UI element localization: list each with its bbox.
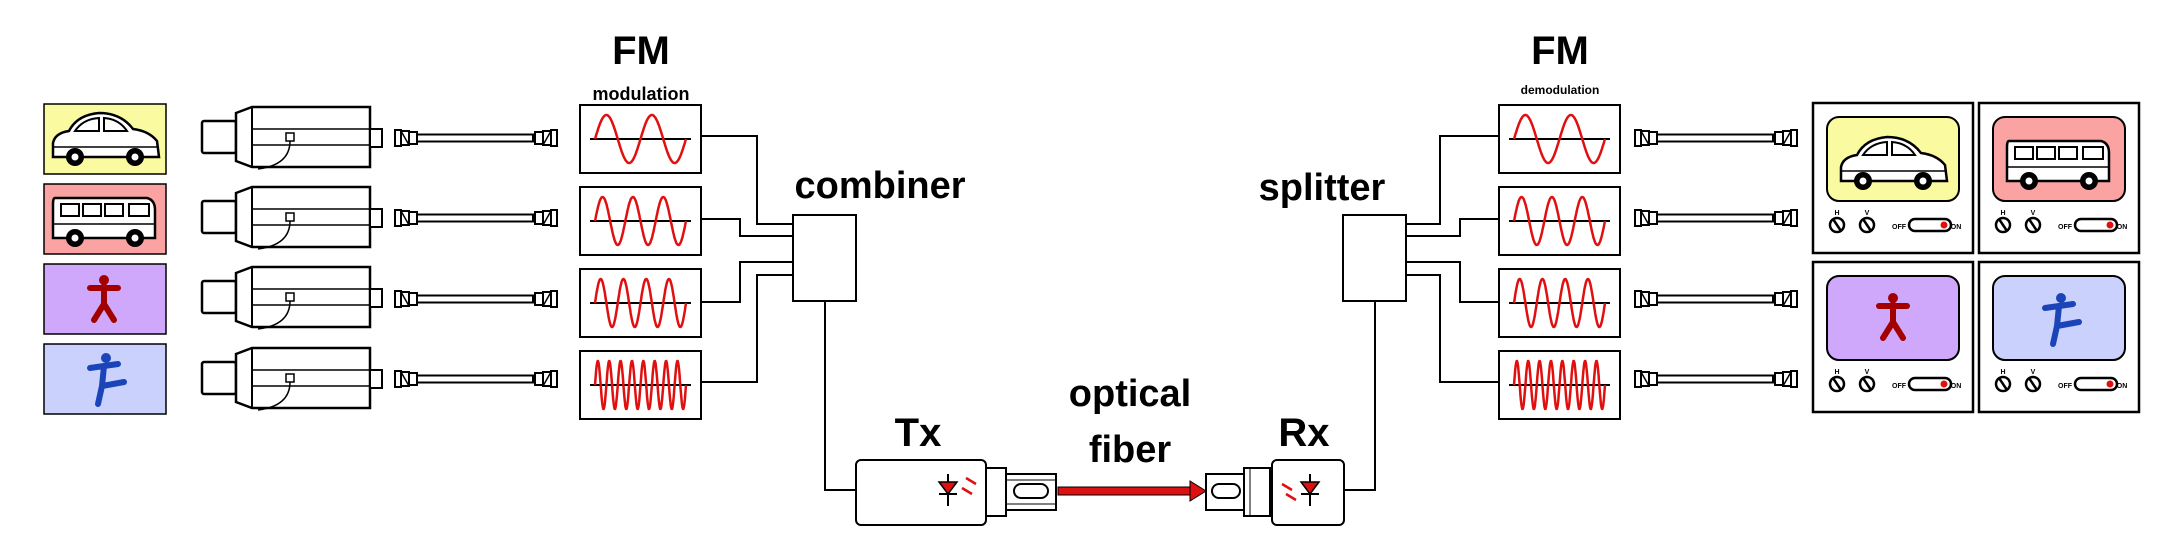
fm-wave [593, 113, 688, 165]
h-knob-label: H [1834, 210, 1839, 217]
tx-label: Tx [895, 411, 942, 455]
monitor-person-standing [1811, 260, 1975, 414]
fm-wave [1512, 359, 1607, 411]
camera [200, 105, 384, 171]
transmitter [855, 459, 1057, 526]
splitter-label: splitter [1259, 167, 1386, 209]
h-knob-label: H [1834, 369, 1839, 376]
fm-wave [593, 359, 688, 411]
scene-beetle-car [43, 103, 167, 175]
scene-person-standing [43, 263, 167, 335]
camera [200, 346, 384, 412]
splitter-box [1342, 214, 1407, 302]
v-knob-label: V [2031, 210, 2036, 217]
optical-fiber-label-line1: optical [1069, 373, 1191, 415]
monitor-person-kicking [1977, 260, 2141, 414]
fm-wave [1512, 113, 1607, 165]
fm-wave [1512, 277, 1607, 329]
on-label: ON [1951, 383, 1962, 390]
splitter-to-demodulator-wires [1406, 135, 1499, 383]
h-knob-label: H [2000, 210, 2005, 217]
v-knob-label: V [1865, 210, 1870, 217]
video-cameras [200, 105, 384, 412]
off-label: OFF [1892, 224, 1907, 231]
on-label: ON [1951, 224, 1962, 231]
fm-demodulation-subtitle: demodulation [1521, 83, 1600, 97]
scene-van [43, 183, 167, 255]
camera-cables [394, 129, 558, 388]
monitors: H V OFF ON H V OFF ON H V OFF ON H V OFF ON [1811, 101, 2141, 414]
off-label: OFF [1892, 383, 1907, 390]
scene-person-kicking [43, 343, 167, 415]
v-knob-label: V [1865, 369, 1870, 376]
on-label: ON [2117, 383, 2128, 390]
h-knob-label: H [2000, 369, 2005, 376]
v-knob-label: V [2031, 369, 2036, 376]
optical-fiber-label-line2: fiber [1089, 429, 1172, 471]
off-label: OFF [2058, 383, 2073, 390]
monitor-van [1977, 101, 2141, 255]
receiver [1205, 459, 1345, 526]
on-label: ON [2117, 224, 2128, 231]
fm-demodulation-title: FM [1531, 29, 1589, 73]
rx-label: Rx [1278, 411, 1329, 455]
fm-modulation-title: FM [612, 29, 670, 73]
modulator-to-combiner-wires [701, 135, 793, 383]
fm-wave [1512, 195, 1607, 247]
combiner-label: combiner [794, 165, 965, 207]
fm-wave [593, 277, 688, 329]
combiner-box [792, 214, 857, 302]
monitor-cables [1634, 129, 1798, 388]
fm-modulation-subtitle: modulation [593, 84, 690, 104]
camera [200, 185, 384, 251]
source-scenes [43, 103, 167, 415]
fm-demodulator-boxes [1498, 104, 1621, 420]
camera [200, 265, 384, 331]
rx-to-splitter-wire [1344, 301, 1376, 491]
fm-modulator-boxes [579, 104, 702, 420]
optical-fiber-beam [1057, 480, 1207, 502]
off-label: OFF [2058, 224, 2073, 231]
combiner-to-tx-wire [824, 301, 856, 491]
monitor-beetle-car [1811, 101, 1975, 255]
fm-wave [593, 195, 688, 247]
